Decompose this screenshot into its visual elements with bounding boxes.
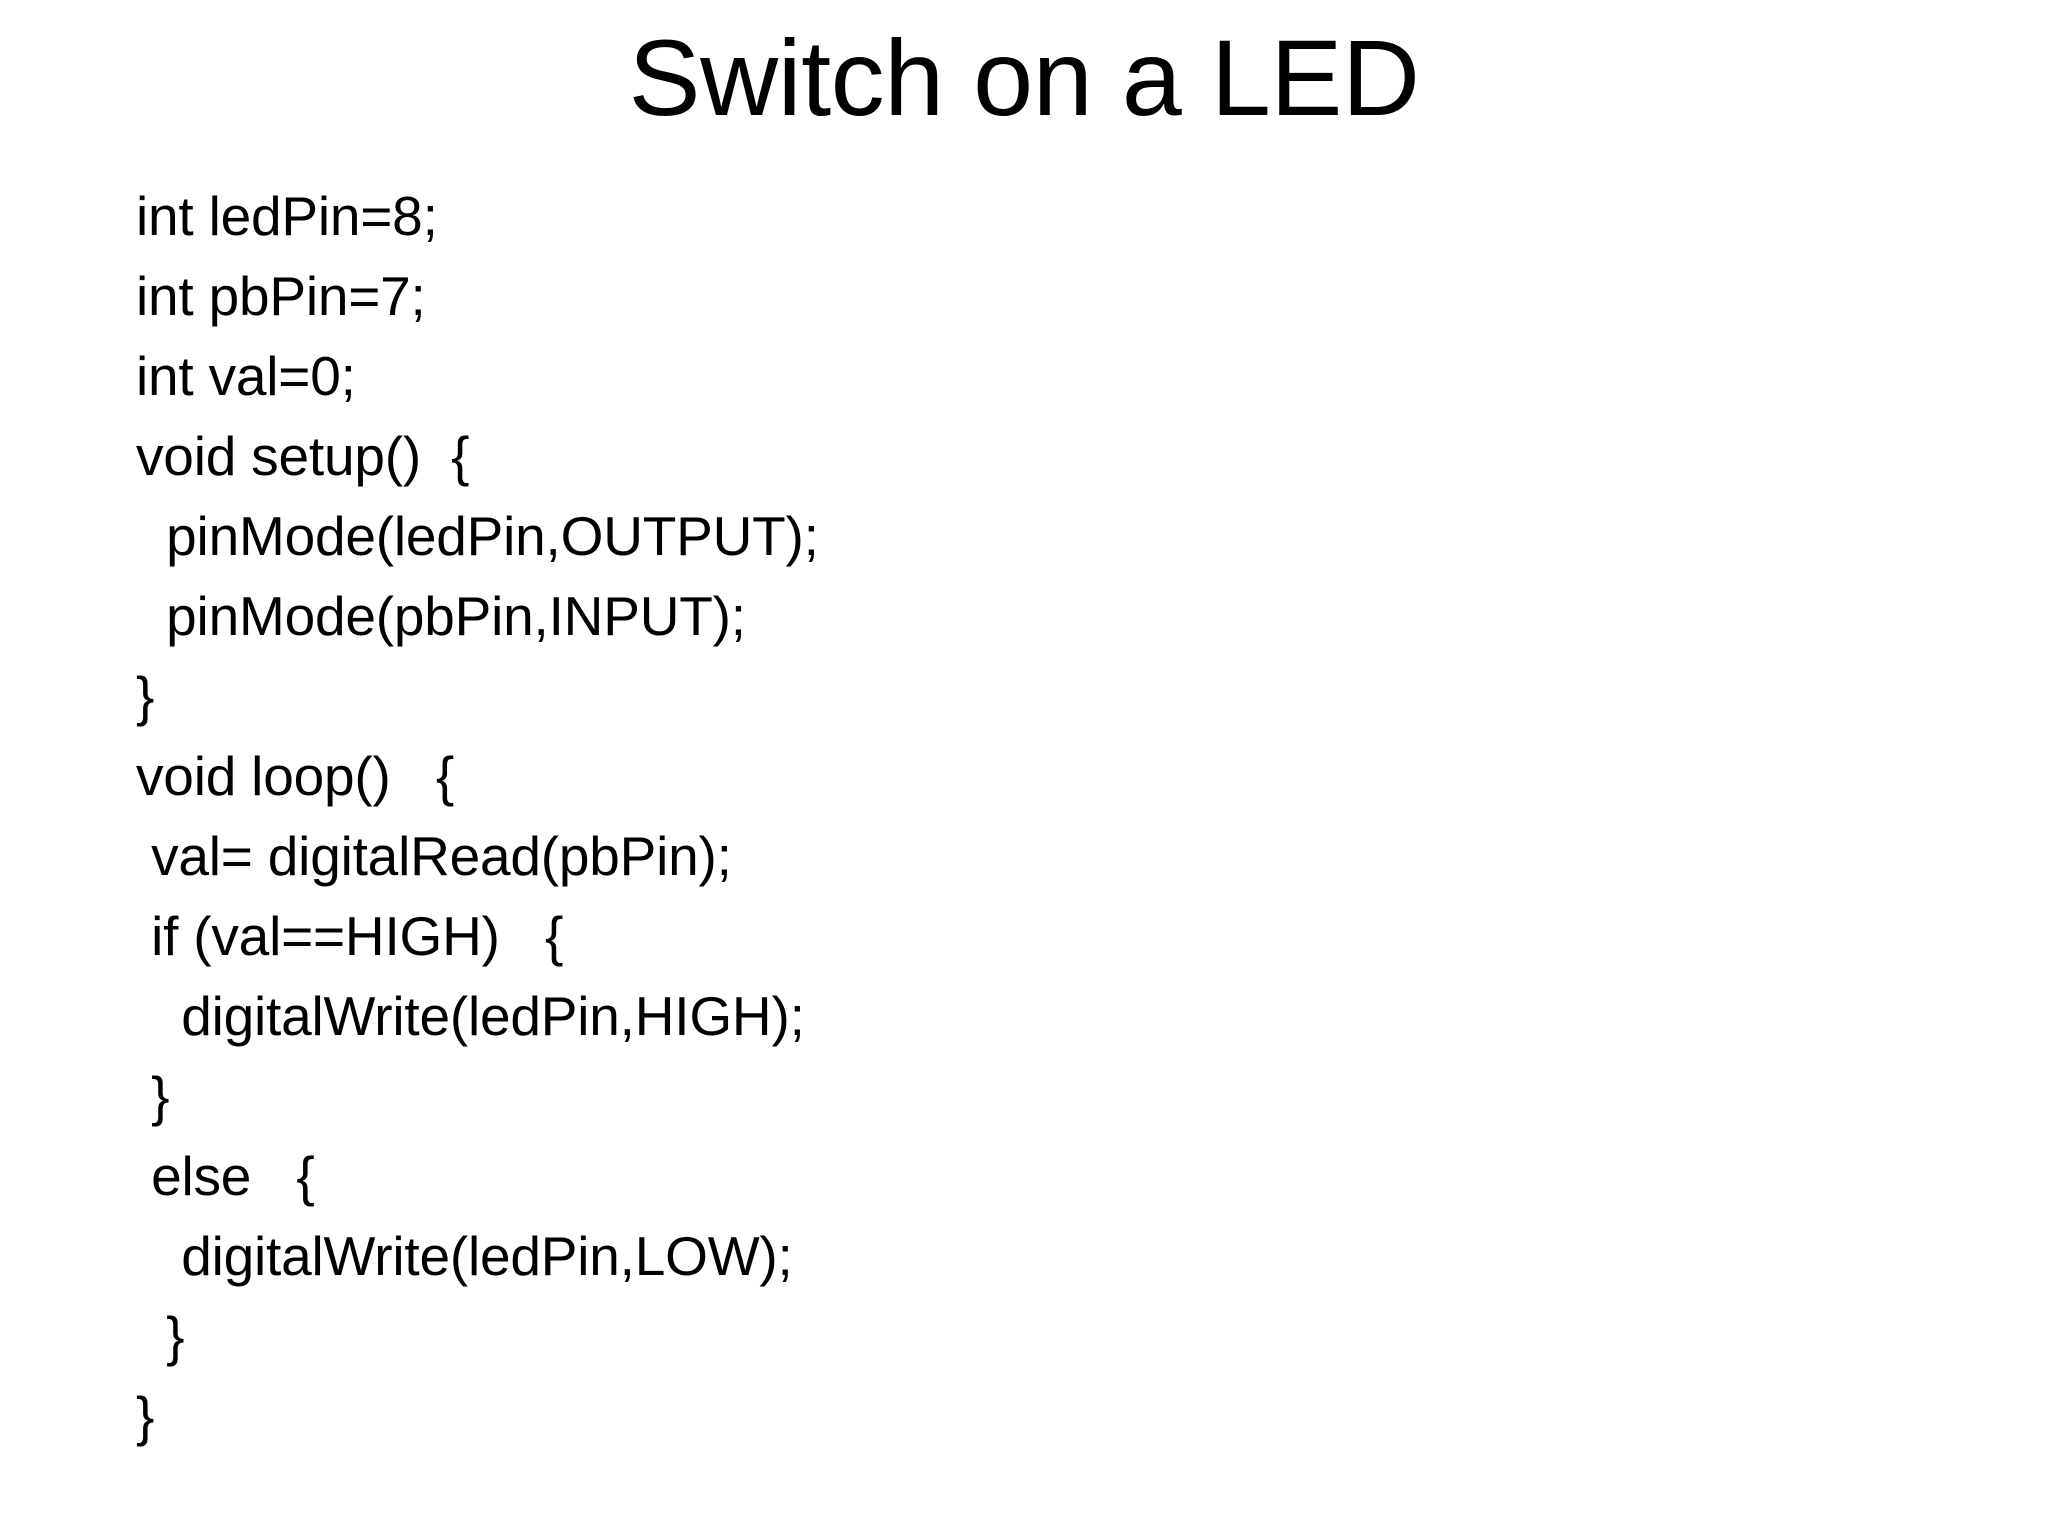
code-line: int pbPin=7; bbox=[136, 265, 426, 327]
page-title: Switch on a LED bbox=[628, 17, 1420, 138]
code-line: } bbox=[136, 665, 155, 727]
code-line: if (val==HIGH) { bbox=[136, 905, 564, 967]
code-line: else { bbox=[136, 1145, 315, 1207]
code-block: int ledPin=8; int pbPin=7; int val=0; vo… bbox=[136, 176, 1836, 1456]
code-line: val= digitalRead(pbPin); bbox=[136, 825, 732, 887]
code-line: void setup() { bbox=[136, 425, 470, 487]
code-line: int ledPin=8; bbox=[136, 185, 438, 247]
code-line: digitalWrite(ledPin,HIGH); bbox=[136, 985, 805, 1047]
code-line: } bbox=[136, 1065, 170, 1127]
code-line: int val=0; bbox=[136, 345, 356, 407]
code-line: pinMode(ledPin,OUTPUT); bbox=[136, 505, 819, 567]
code-line: void loop() { bbox=[136, 745, 455, 807]
code-line: pinMode(pbPin,INPUT); bbox=[136, 585, 746, 647]
code-line: digitalWrite(ledPin,LOW); bbox=[136, 1225, 793, 1287]
code-line: } bbox=[136, 1385, 155, 1447]
code-line: } bbox=[136, 1305, 185, 1367]
